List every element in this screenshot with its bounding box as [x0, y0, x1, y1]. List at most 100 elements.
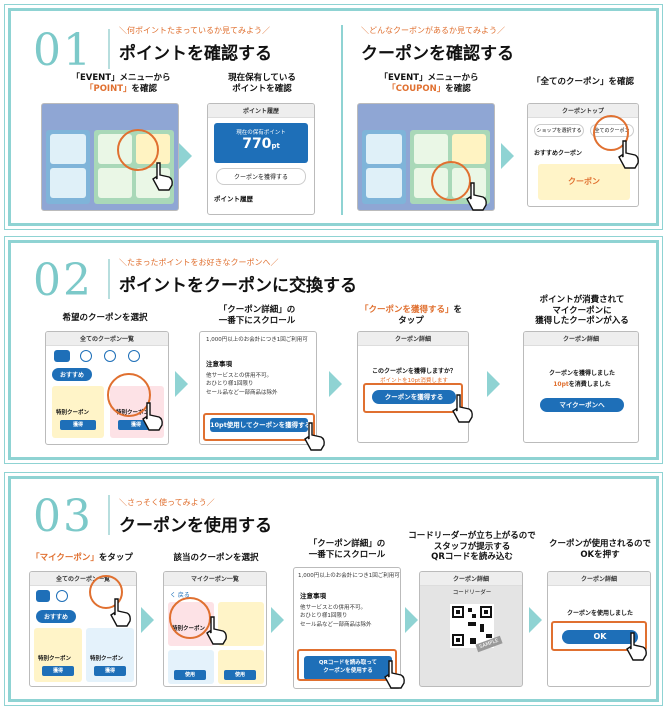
consumed-message: 10ptを消費しました — [553, 381, 611, 388]
hand-pointer-icon — [110, 598, 131, 627]
screen-header: クーポン詳細 — [358, 332, 468, 346]
button-highlight-box — [203, 413, 315, 441]
category-icon[interactable] — [56, 590, 68, 602]
get-button[interactable]: 獲得 — [94, 666, 126, 676]
coupon-acquired-screen: クーポン詳細 クーポンを獲得しました 10ptを消費しました マイクーポンへ — [523, 331, 639, 443]
reader-label: コードリーダー — [452, 590, 492, 596]
use-button[interactable]: 使用 — [224, 670, 256, 680]
point-highlight-ring — [117, 129, 159, 171]
section-title: ポイントを確認する — [119, 44, 272, 64]
use-button[interactable]: 使用 — [174, 670, 206, 680]
category-icon[interactable] — [104, 350, 116, 362]
screen-header: ポイント履歴 — [208, 104, 314, 118]
hand-pointer-icon — [384, 660, 405, 689]
confirm-subtext: ポイントを10pt消費します — [380, 378, 448, 384]
subtitle: ＼さっそく使ってみよう／ — [119, 498, 215, 507]
section-title: クーポンを確認する — [361, 44, 514, 64]
my-coupon-button[interactable]: マイクーポンへ — [540, 398, 624, 412]
screen-header: 全てのクーポン一覧 — [46, 332, 168, 346]
section-02-panel: 02 ＼たまったポイントをお好きなクーポンへ／ ポイントをクーポンに交換する 希… — [4, 236, 663, 464]
next-arrow-icon — [501, 143, 514, 169]
hand-pointer-icon — [152, 162, 173, 191]
caption: 「全てのクーポン」を確認 — [531, 77, 634, 87]
section-title: クーポンを使用する — [119, 516, 272, 536]
get-button[interactable]: 獲得 — [118, 420, 154, 430]
hand-pointer-icon — [206, 616, 227, 645]
next-arrow-icon — [529, 607, 542, 633]
section-01-panel: 01 ＼何ポイントたまっているか見てみよう／ ポイントを確認する 「EVENT」… — [4, 4, 663, 230]
caption: 該当のクーポンを選択 — [173, 553, 259, 563]
hand-pointer-icon — [466, 182, 487, 211]
coupon-highlight-ring — [107, 373, 151, 417]
category-icon[interactable] — [36, 590, 50, 602]
coupon-used-screen: クーポン詳細 クーポンを使用しました OK — [547, 571, 651, 687]
confirm-dialog-screen: クーポン詳細 このクーポンを獲得しますか？ ポイントを10pt消費します クーポ… — [357, 331, 469, 443]
used-message: クーポンを使用しました — [566, 610, 633, 617]
my-coupon-highlight-ring — [89, 575, 123, 609]
next-arrow-icon — [329, 371, 342, 397]
recommended-tab[interactable]: おすすめ — [52, 368, 93, 381]
category-icon[interactable] — [54, 350, 70, 362]
caption: 希望のクーポンを選択 — [62, 313, 148, 323]
button-highlight-box — [363, 383, 463, 413]
screen-header: クーポン詳細 — [548, 572, 650, 586]
ok-button[interactable]: OK — [562, 630, 638, 644]
screen-header: クーポン詳細 — [420, 572, 522, 586]
category-icon[interactable] — [128, 350, 140, 362]
category-icon[interactable] — [80, 350, 92, 362]
next-arrow-icon — [179, 143, 192, 169]
button-highlight-box — [297, 649, 397, 681]
point-history-screen: ポイント履歴 現在の保有ポイント 770pt クーポンを獲得する ポイント履歴 — [207, 103, 315, 215]
recommended-tab[interactable]: おすすめ — [36, 610, 77, 623]
step-divider — [108, 259, 110, 299]
button-highlight-box — [551, 621, 647, 651]
hand-pointer-icon — [304, 422, 325, 451]
hand-pointer-icon — [142, 402, 163, 431]
caption: 「マイクーポン」をタップ — [31, 553, 133, 563]
coupon-name: 特別クーポン — [56, 410, 90, 416]
step-divider — [108, 29, 110, 69]
caption: 「クーポン詳細」の一番下にスクロール — [218, 305, 296, 326]
next-arrow-icon — [271, 607, 284, 633]
select-shop-button[interactable]: ショップを選択する — [534, 124, 584, 137]
point-balance-card: 現在の保有ポイント 770pt — [214, 123, 308, 163]
back-link[interactable]: く 戻る — [170, 592, 190, 599]
get-coupon-button[interactable]: クーポンを獲得する — [372, 390, 456, 404]
column-divider — [341, 25, 343, 215]
subtitle: ＼何ポイントたまっているか見てみよう／ — [119, 26, 271, 35]
scan-qr-button[interactable]: QRコードを読み取ってクーポンを使用する — [304, 656, 392, 680]
get-button[interactable]: 獲得 — [42, 666, 74, 676]
subtitle: ＼どんなクーポンがあるか見てみよう／ — [361, 26, 505, 35]
caption: 「クーポンを獲得する」をタップ — [359, 305, 463, 326]
caption: 「EVENT」メニューから 「POINT」を確認 — [71, 73, 171, 94]
next-arrow-icon — [141, 607, 154, 633]
coupon-card[interactable]: クーポン — [538, 164, 630, 200]
condition-text: 1,000円以上のお会計につき1回ご利用可 — [298, 573, 400, 579]
condition-text: 1,000円以上のお会計につき1回ご利用可 — [206, 337, 308, 343]
use-points-button[interactable]: 10pt使用してクーポンを獲得する — [210, 418, 311, 432]
section-title: ポイントをクーポンに交換する — [119, 276, 357, 296]
screen-header: マイクーポン一覧 — [164, 572, 266, 586]
get-coupon-button[interactable]: クーポンを獲得する — [216, 168, 306, 185]
caption: 「クーポン詳細」の一番下にスクロール — [308, 539, 386, 560]
section-03-panel: 03 ＼さっそく使ってみよう／ クーポンを使用する 「マイクーポン」をタップ 全… — [4, 472, 663, 706]
notice-heading: 注意事項 — [206, 360, 232, 368]
get-button[interactable]: 獲得 — [60, 420, 96, 430]
hand-pointer-icon — [626, 632, 647, 661]
code-reader-screen: クーポン詳細 コードリーダー SAMPLE — [419, 571, 523, 687]
history-heading: ポイント履歴 — [214, 195, 253, 203]
coupon-list-screen: 全てのクーポン一覧 おすすめ 特別クーポン 特別クーポン 獲得 獲得 — [29, 571, 137, 687]
acquired-message: クーポンを獲得しました — [548, 370, 615, 377]
screen-header: クーポン詳細 — [524, 332, 638, 346]
step-number: 02 — [33, 255, 93, 306]
coupon-detail-screen: 1,000円以上のお会計につき1回ご利用可 注意事項 他サービスとの併用不可。お… — [199, 331, 317, 445]
hand-pointer-icon — [452, 394, 473, 423]
event-menu-screen — [41, 103, 179, 211]
all-coupons-highlight-ring — [593, 115, 629, 151]
notice-heading: 注意事項 — [300, 592, 326, 600]
step-number: 03 — [33, 491, 93, 542]
step-number: 01 — [33, 25, 93, 76]
next-arrow-icon — [175, 371, 188, 397]
